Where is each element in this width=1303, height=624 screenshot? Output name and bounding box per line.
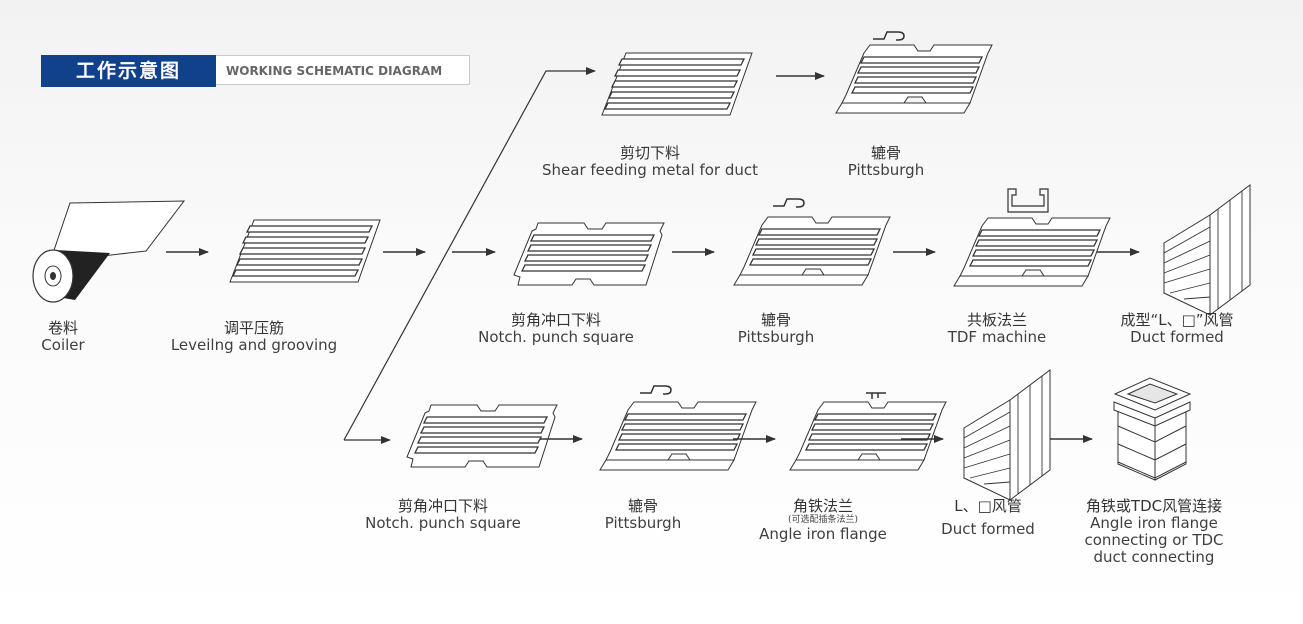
label-duct-bot-cn: L、□风管: [954, 497, 1022, 515]
angle-profile-icon: [866, 392, 886, 399]
label-pitts-bot: 辘骨 Pittsburgh: [605, 498, 681, 532]
notch-mid-plate-icon: [513, 222, 665, 286]
shear-plate-icon: [601, 52, 753, 116]
label-pitts-bot-cn: 辘骨: [627, 497, 659, 515]
pittsburgh-mid-icon: [733, 216, 891, 286]
label-coiler-cn: 卷料: [47, 319, 79, 337]
seam-profile-bot-icon: [640, 385, 672, 395]
duct-formed-bot-icon: [963, 369, 1051, 501]
label-angle: 角铁法兰 (可选配插条法兰) Angle iron flange: [759, 498, 887, 543]
title-badge: 工作示意图: [41, 55, 216, 87]
label-shear-en: Shear feeding metal for duct: [541, 161, 759, 179]
tdf-profile-icon: [1007, 188, 1049, 213]
label-connect-en3: duct connecting: [1093, 548, 1215, 566]
label-shear: 剪切下料 Shear feeding metal for duct: [542, 145, 758, 179]
label-duct-mid-en: Duct formed: [1130, 328, 1224, 346]
label-pitts-mid: 辘骨 Pittsburgh: [738, 312, 814, 346]
label-tdf-cn: 共板法兰: [966, 311, 1028, 329]
label-coiler: 卷料 Coiler: [41, 320, 84, 354]
label-leveling-en: Leveilng and grooving: [170, 336, 338, 354]
label-duct-mid: 成型“L、□”风管 Duct formed: [1120, 312, 1233, 346]
pittsburgh-bot-icon: [599, 401, 757, 471]
pittsburgh-top-icon: [835, 44, 993, 114]
label-pitts-mid-cn: 辘骨: [760, 311, 792, 329]
title-english: WORKING SCHEMATIC DIAGRAM: [216, 55, 470, 85]
duct-connecting-icon: [1113, 377, 1192, 481]
label-notch-mid-cn: 剪角冲口下料: [510, 311, 602, 329]
label-duct-bot-en: Duct formed: [941, 520, 1035, 538]
label-leveling: 调平压筋 Leveilng and grooving: [171, 320, 337, 354]
label-notch-bot-en: Notch. punch square: [365, 514, 521, 532]
label-tdf: 共板法兰 TDF machine: [948, 312, 1047, 346]
label-duct-bot: L、□风管 Duct formed: [941, 498, 1035, 538]
branch-lines: [343, 67, 596, 444]
label-notch-bot-cn: 剪角冲口下料: [397, 497, 489, 515]
label-leveling-cn: 调平压筋: [223, 319, 284, 337]
label-pitts-mid-en: Pittsburgh: [737, 328, 815, 346]
label-pitts-top: 辘骨 Pittsburgh: [848, 145, 924, 179]
label-duct-mid-cn: 成型“L、□”风管: [1120, 311, 1234, 329]
label-notch-bot: 剪角冲口下料 Notch. punch square: [365, 498, 521, 532]
label-pitts-top-en: Pittsburgh: [847, 161, 925, 179]
notch-bot-plate-icon: [406, 404, 558, 468]
duct-formed-mid-icon: [1163, 184, 1251, 316]
label-angle-sub: (可选配插条法兰): [787, 515, 859, 525]
label-pitts-bot-en: Pittsburgh: [604, 514, 682, 532]
label-connect: 角铁或TDC风管连接 Angle iron flange connecting …: [1084, 498, 1223, 566]
flow-arrows: [166, 72, 1140, 443]
label-angle-cn: 角铁法兰: [792, 497, 853, 515]
label-notch-mid: 剪角冲口下料 Notch. punch square: [478, 312, 634, 346]
seam-profile-top-icon: [873, 31, 905, 41]
angle-flange-plate-icon: [789, 401, 947, 471]
label-tdf-en: TDF machine: [947, 328, 1047, 346]
coiler-icon: [32, 200, 186, 303]
label-connect-en2: connecting or TDC: [1084, 531, 1224, 549]
seam-profile-mid-icon: [773, 198, 805, 208]
label-connect-cn: 角铁或TDC风管连接: [1085, 497, 1223, 515]
label-coiler-en: Coiler: [41, 336, 85, 354]
label-shear-cn: 剪切下料: [619, 144, 681, 162]
label-notch-mid-en: Notch. punch square: [478, 328, 634, 346]
label-angle-en: Angle iron flange: [759, 525, 887, 543]
label-connect-en1: Angle iron flange: [1090, 514, 1218, 532]
tdf-plate-icon: [953, 217, 1111, 287]
label-pitts-top-cn: 辘骨: [870, 144, 902, 162]
leveling-plate-icon: [229, 219, 381, 283]
